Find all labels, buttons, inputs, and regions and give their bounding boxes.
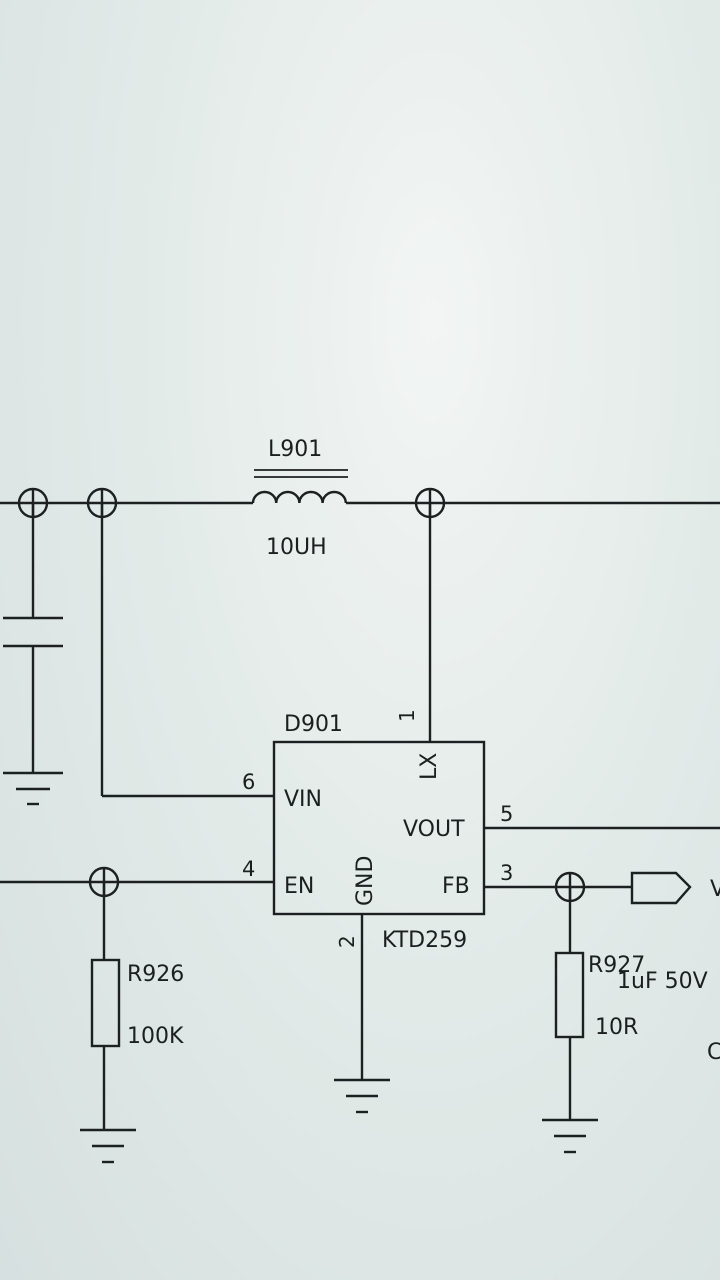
- junction-en: [88, 866, 120, 898]
- r927-ref-label: R927: [588, 953, 645, 978]
- junction-left-cap: [17, 487, 49, 519]
- inductor-value-label: 10UH: [266, 535, 327, 560]
- pin-name-vin: VIN: [284, 787, 322, 812]
- capacitor-value-label: 1uF 50V: [617, 969, 708, 994]
- resistor-r927: [554, 951, 585, 1039]
- resistor-r926: [90, 958, 121, 1048]
- inductor-l901: [251, 469, 348, 504]
- ground-symbol-r927: [542, 1118, 598, 1154]
- pin-number-vin: 6: [242, 770, 255, 794]
- pin-number-gnd: 2: [335, 935, 359, 948]
- pin-name-lx: LX: [417, 753, 442, 780]
- ic-ref-label: D901: [284, 712, 343, 737]
- r926-ref-label: R926: [127, 962, 184, 987]
- pin-number-en: 4: [242, 857, 255, 881]
- pin-number-vout: 5: [500, 802, 513, 826]
- ground-symbol-r926: [80, 1128, 136, 1164]
- r927-value-label: 10R: [595, 1015, 638, 1040]
- pin-number-fb: 3: [500, 861, 513, 885]
- capacitor-ref-fragment: C: [707, 1040, 720, 1065]
- port-fragment-label: V: [710, 877, 720, 902]
- pin-name-fb: FB: [442, 874, 470, 899]
- ground-symbol-ic: [334, 1078, 390, 1114]
- pin-name-en: EN: [284, 874, 314, 899]
- r926-value-label: 100K: [127, 1024, 184, 1049]
- junction-markers: [17, 487, 586, 903]
- ground-symbol-left: [3, 771, 63, 806]
- junction-fb: [554, 871, 586, 903]
- junction-vin: [86, 487, 118, 519]
- junction-lx: [414, 487, 446, 519]
- pin-number-lx: 1: [395, 709, 419, 722]
- fb-port-connector: [630, 871, 692, 905]
- inductor-ref-label: L901: [268, 437, 322, 462]
- ic-part-label: KTD259: [382, 928, 467, 953]
- left-capacitor: [3, 503, 63, 773]
- pin-name-vout: VOUT: [403, 817, 465, 842]
- pin-name-gnd: GND: [353, 856, 378, 906]
